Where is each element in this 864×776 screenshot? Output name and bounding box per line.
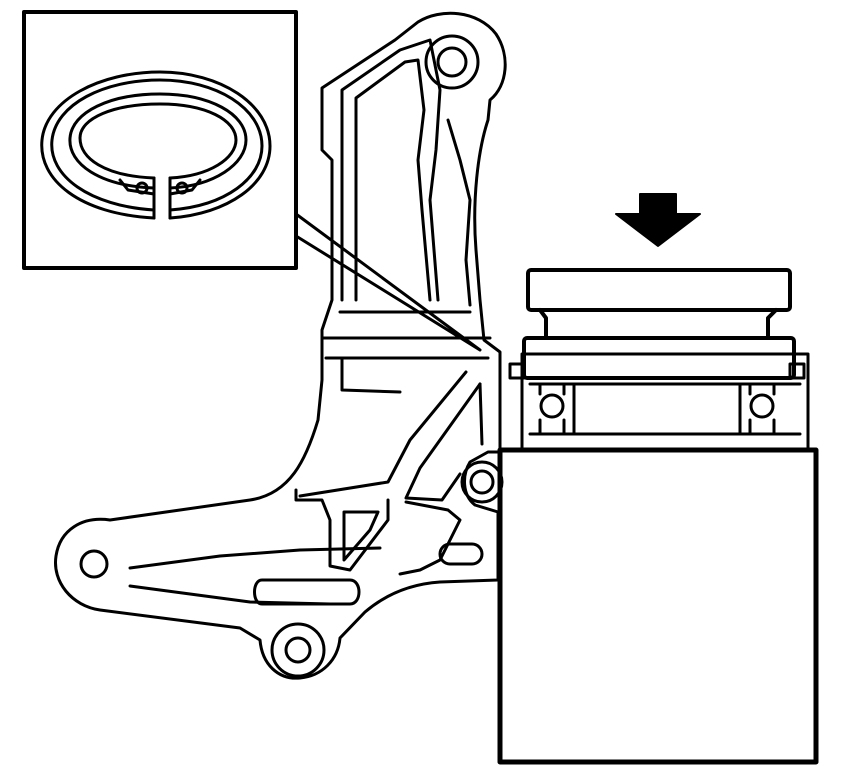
steering-knuckle <box>54 11 507 680</box>
snap-ring-icon <box>40 70 272 220</box>
bearing-ball-right <box>749 393 775 419</box>
snap-ring-outer-edge <box>50 78 264 212</box>
frame-rib-vertical <box>478 382 484 446</box>
left-arm-edge-lower <box>128 584 332 606</box>
bearing-seal-right <box>748 382 776 436</box>
upper-mount-hole-outer <box>424 34 480 90</box>
left-arm-hole <box>79 549 109 579</box>
press-tool-neck <box>538 308 778 340</box>
press-tool-top-plate <box>526 268 792 312</box>
snap-ring-hole-left <box>135 181 149 195</box>
snap-ring-lug-right <box>168 178 202 196</box>
press-tool-bottom-plate <box>522 336 796 380</box>
lower-mount-hole-outer <box>270 622 326 678</box>
support-block <box>497 447 819 765</box>
frame-inner-window <box>294 488 390 572</box>
bearing-outer-race <box>520 352 810 452</box>
side-mount-hole-outer <box>460 460 504 504</box>
callout-leader-line <box>294 212 482 352</box>
upper-arm-web <box>446 118 472 307</box>
upper-arm-rib-inner <box>354 58 432 302</box>
lower-mount-hole <box>284 636 312 664</box>
snap-ring-inner-edge <box>78 102 238 180</box>
upper-mount-hole <box>436 46 468 78</box>
left-arm-edge <box>128 546 382 570</box>
bearing-flange-right <box>788 362 806 380</box>
arm-slot <box>253 578 361 606</box>
bearing-flange-left <box>508 362 526 380</box>
lower-slot <box>438 542 484 566</box>
snap-ring-inner <box>68 92 248 190</box>
snap-ring-hole-right <box>175 181 189 195</box>
frame-rib-diagonal-inner <box>404 382 482 502</box>
side-mount-hole <box>469 469 495 495</box>
snap-ring-callout <box>22 10 482 352</box>
hub-boss-side <box>340 356 402 394</box>
frame-inner-window-2 <box>342 510 380 562</box>
knuckle-outline <box>54 11 507 680</box>
frame-rib-diagonal <box>298 370 468 498</box>
bearing-seal-left <box>538 382 566 436</box>
press-tool <box>522 268 796 380</box>
callout-box <box>22 10 298 270</box>
snap-ring-outer <box>40 70 272 220</box>
bearing-ball-left <box>539 393 565 419</box>
wheel-bearing <box>508 352 810 452</box>
frame-lower-rib <box>398 500 462 576</box>
down-arrow-icon <box>615 193 701 247</box>
upper-arm-rib <box>340 38 442 302</box>
